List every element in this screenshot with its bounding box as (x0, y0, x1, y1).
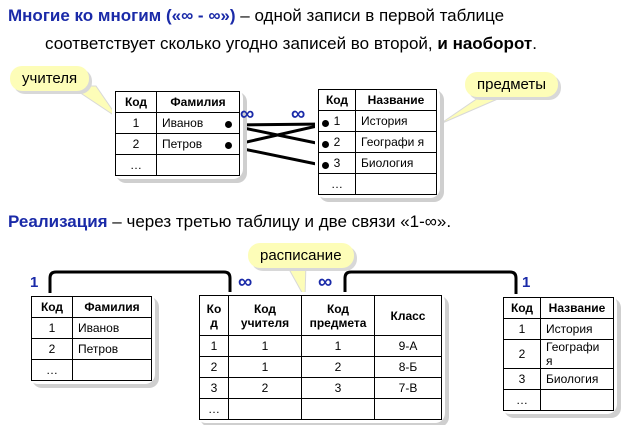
implementation-term: Реализация (8, 212, 108, 231)
table-cell (301, 398, 375, 420)
table-cell: 2 (199, 356, 229, 378)
table-cell: 2 (31, 338, 73, 360)
table-cell (72, 359, 152, 381)
table-cell: … (503, 389, 541, 411)
table-cell (156, 154, 240, 176)
table-cell: Географи я (540, 339, 614, 369)
table-cell: 3 (503, 368, 541, 390)
table-cell (228, 398, 302, 420)
col-header: Класс (374, 295, 442, 336)
table-cell: 3 (199, 377, 229, 399)
table-cell: Петров (72, 338, 152, 360)
table-cell: Иванов (72, 317, 152, 339)
one-marker-teachers: 1 (30, 274, 39, 291)
link-endpoint (225, 121, 232, 128)
heading-many-to-many: Многие ко многим («∞ - ∞») – одной запис… (8, 6, 504, 26)
table-cell: Петров (156, 133, 240, 155)
table-cell: Географи я (355, 131, 437, 153)
one-marker-subjects: 1 (522, 274, 531, 291)
table-cell: … (318, 173, 356, 195)
link-endpoint (322, 162, 329, 169)
link-endpoint (322, 120, 329, 127)
table-cell: История (355, 110, 437, 132)
col-header: Код учителя (228, 295, 302, 336)
table-cell: Иванов (156, 112, 240, 134)
table-cell: 1 (228, 335, 302, 357)
table-cell: История (540, 318, 614, 340)
subjects-callout: предметы (465, 72, 559, 97)
table-cell: … (199, 398, 229, 420)
link-petrov-history (228, 122, 327, 148)
link-petrov-biology (228, 144, 327, 168)
table-cell: 2 (503, 339, 541, 369)
table-cell: 1 (115, 112, 157, 134)
col-header: Название (355, 89, 437, 111)
infinity-marker-left: ∞ (240, 103, 255, 125)
table-cell: 2 (115, 133, 157, 155)
col-header: Код (318, 89, 356, 111)
table-cell: 2 (301, 356, 375, 378)
table-cell (540, 389, 614, 411)
heading-line2: соответствует сколько угодно записей во … (45, 34, 537, 54)
col-header: Название (540, 297, 614, 319)
col-header: Фамилия (72, 296, 152, 318)
infinity-marker-right: ∞ (291, 103, 306, 125)
table-cell: Биология (540, 368, 614, 390)
col-header: Код предмета (301, 295, 375, 336)
table-cell: 1 (301, 335, 375, 357)
col-header: Код (503, 297, 541, 319)
table-cell: 7-В (374, 377, 442, 399)
heading-line2-bold: и наоборот (437, 34, 533, 53)
teachers-callout: учителя (10, 66, 90, 91)
infinity-marker-schedule-right: ∞ (318, 271, 333, 293)
table-cell: 1 (199, 335, 229, 357)
link-ivanov-history (228, 122, 327, 127)
table-cell: … (115, 154, 157, 176)
table-cell (355, 173, 437, 195)
col-header: Ко д (199, 295, 229, 336)
table-cell: 8-Б (374, 356, 442, 378)
table-cell: 2 (228, 377, 302, 399)
heading-rest: – одной записи в первой таблице (235, 6, 505, 25)
heading-implementation: Реализация – через третью таблицу и две … (8, 212, 451, 232)
implementation-rest: – через третью таблицу и две связи «1-∞»… (107, 212, 452, 231)
relation-teachers-schedule (48, 270, 232, 296)
col-header: Фамилия (156, 91, 240, 113)
table-cell: 1 (503, 318, 541, 340)
relation-schedule-subjects (343, 270, 518, 296)
link-endpoint (322, 141, 329, 148)
col-header: Код (31, 296, 73, 318)
heading-term: Многие ко многим («∞ - ∞») (8, 6, 236, 25)
table-cell: 3 (301, 377, 375, 399)
schedule-callout: расписание (248, 243, 354, 268)
heading-line2-end: . (532, 34, 537, 53)
infinity-marker-schedule-left: ∞ (238, 271, 253, 293)
table-cell: … (31, 359, 73, 381)
table-cell: 1 (31, 317, 73, 339)
table-cell: Биология (355, 152, 437, 174)
link-endpoint (225, 142, 232, 149)
heading-line2-text: соответствует сколько угодно записей во … (45, 34, 438, 53)
col-header: Код (115, 91, 157, 113)
table-cell (374, 398, 442, 420)
table-cell: 1 (228, 356, 302, 378)
subjects-callout-pointer (439, 97, 501, 125)
table-cell: 9-А (374, 335, 442, 357)
